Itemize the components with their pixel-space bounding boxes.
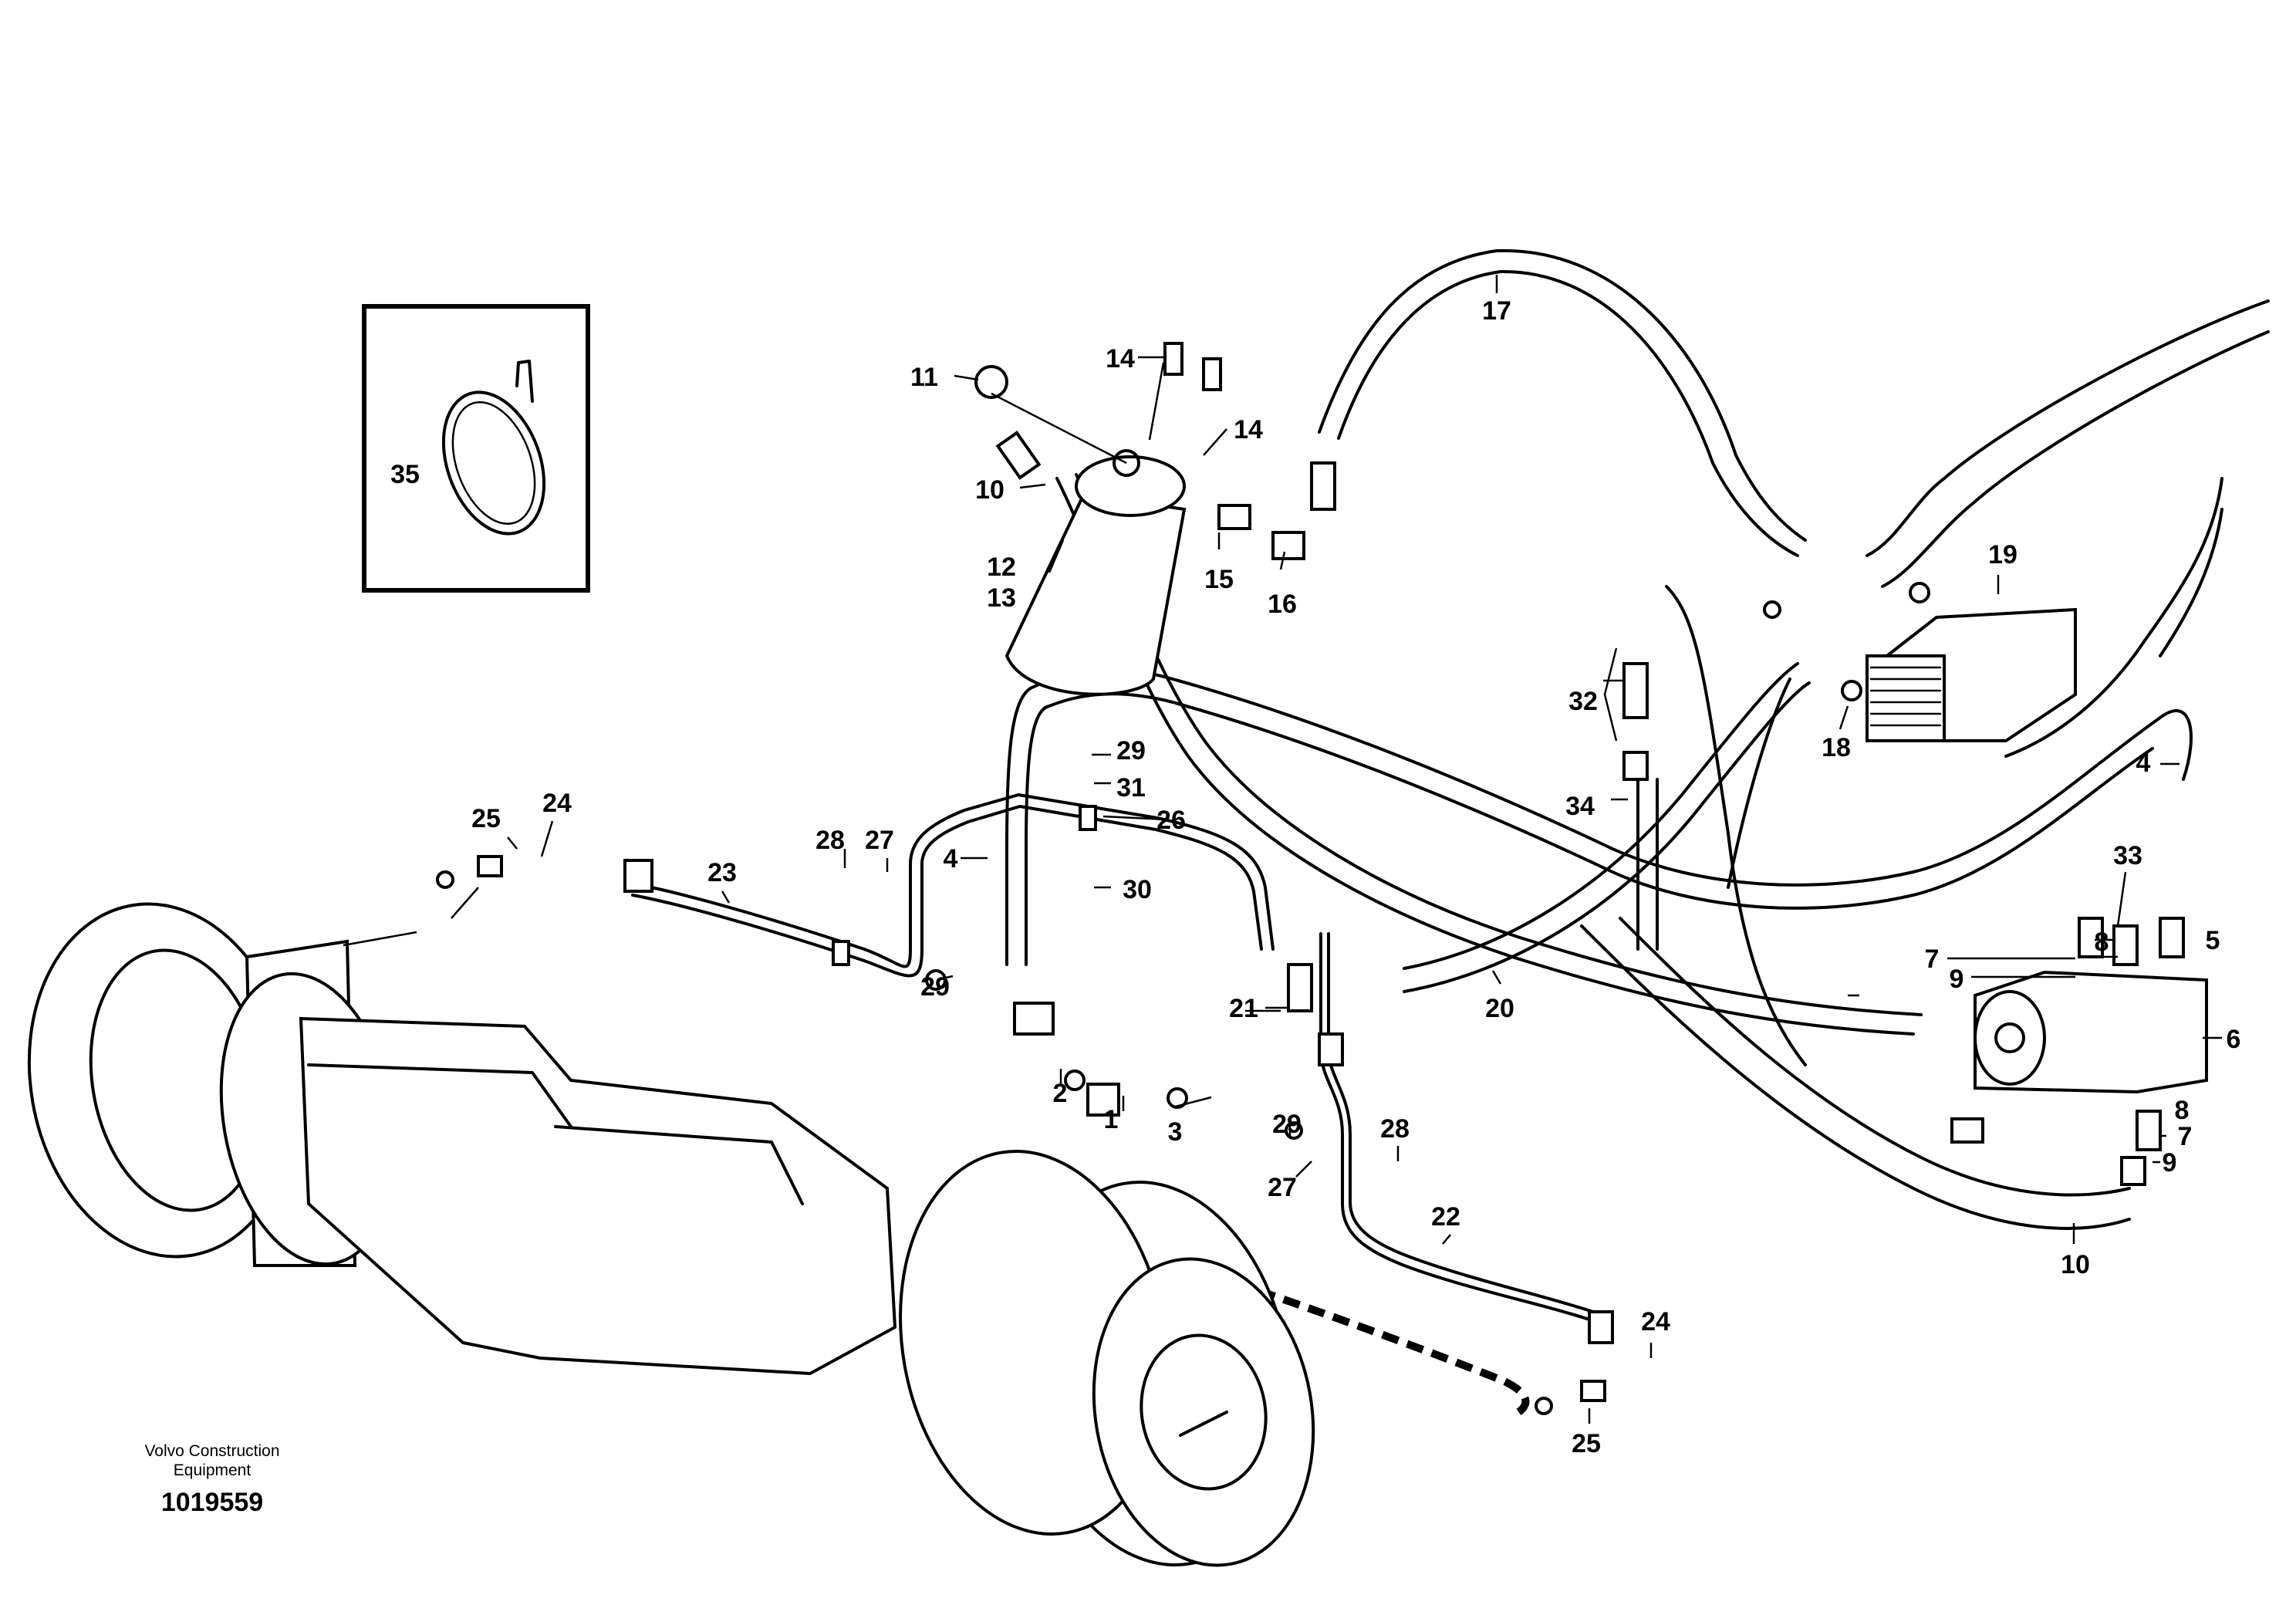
dashed-line — [1133, 1246, 1530, 1420]
callout-31: 31 — [1116, 773, 1146, 803]
callout-27a: 27 — [865, 826, 894, 855]
callout-9b: 9 — [2163, 1148, 2177, 1178]
hose-18-19-line — [1665, 585, 1807, 1066]
brand-line-2: Equipment — [173, 1461, 252, 1479]
callout-4b: 4 — [2136, 748, 2151, 778]
axle-assembly — [27, 902, 1315, 1567]
hose-10-front — [1055, 473, 1923, 1036]
callout-14b: 14 — [1234, 415, 1263, 444]
callout-11: 11 — [910, 363, 938, 392]
callout-12: 12 — [987, 552, 1016, 582]
callout-20: 20 — [1485, 994, 1514, 1023]
callout-10b: 10 — [2061, 1250, 2090, 1279]
callout-labels: 1 2 3 4 4 5 6 7 7 8 8 9 9 10 10 11 12 13… — [390, 296, 2240, 1458]
document-number: 1019559 — [160, 1488, 264, 1517]
valve-block — [1974, 970, 2208, 1094]
frame-rails — [1580, 299, 2270, 1230]
callout-10a: 10 — [975, 475, 1004, 505]
hose-4-long-loop — [1005, 667, 2193, 966]
callout-25b: 25 — [1572, 1429, 1601, 1458]
callout-4a: 4 — [944, 844, 958, 874]
callout-6: 6 — [2227, 1025, 2241, 1054]
callout-3: 3 — [1168, 1117, 1183, 1147]
callout-29c: 29 — [1272, 1110, 1302, 1139]
callout-5: 5 — [2206, 926, 2220, 955]
brand-line-1: Volvo Construction — [144, 1442, 280, 1460]
inset-box — [362, 304, 590, 593]
callout-16: 16 — [1268, 590, 1297, 619]
callout-7b: 7 — [2178, 1122, 2193, 1151]
hose-20 — [1403, 662, 1811, 993]
fittings — [436, 342, 2185, 1415]
callout-29b: 29 — [920, 972, 950, 1002]
callout-13: 13 — [987, 583, 1016, 613]
callout-2: 2 — [1053, 1079, 1068, 1108]
line-22 — [1319, 932, 1595, 1321]
cable-tie-part — [441, 360, 546, 536]
callout-27b: 27 — [1268, 1173, 1297, 1202]
callout-25a: 25 — [471, 804, 501, 833]
leader-lines — [343, 275, 2222, 1424]
callout-7a: 7 — [1925, 944, 1940, 974]
callout-15: 15 — [1204, 565, 1234, 594]
callout-8a: 8 — [2095, 928, 2109, 957]
callout-23: 23 — [707, 858, 737, 887]
callout-28a: 28 — [815, 826, 845, 855]
callout-24a: 24 — [542, 789, 572, 818]
callout-32: 32 — [1568, 687, 1598, 716]
brand-label: Volvo Construction Equipment — [116, 1441, 309, 1480]
callout-33: 33 — [2113, 841, 2142, 870]
cooler-block — [1866, 607, 2077, 742]
line-23 — [631, 793, 1275, 978]
callout-26: 26 — [1156, 806, 1186, 835]
callout-9a: 9 — [1950, 965, 1964, 994]
callout-18: 18 — [1822, 733, 1851, 762]
callout-8b: 8 — [2175, 1096, 2190, 1125]
hose-34 — [1636, 778, 1659, 951]
hose-17 — [1318, 248, 1807, 557]
callout-35: 35 — [390, 460, 420, 489]
callout-34: 34 — [1565, 792, 1595, 821]
callout-29a: 29 — [1116, 736, 1146, 765]
callout-14a: 14 — [1106, 344, 1135, 373]
callout-30: 30 — [1123, 875, 1152, 904]
callout-24b: 24 — [1641, 1307, 1670, 1336]
filter-canister — [1004, 449, 1187, 696]
callout-22: 22 — [1431, 1202, 1460, 1232]
callout-21: 21 — [1229, 994, 1258, 1023]
callout-19: 19 — [1988, 540, 2017, 569]
callout-1: 1 — [1104, 1105, 1119, 1134]
callout-17: 17 — [1482, 296, 1511, 326]
callout-28b: 28 — [1380, 1114, 1410, 1144]
